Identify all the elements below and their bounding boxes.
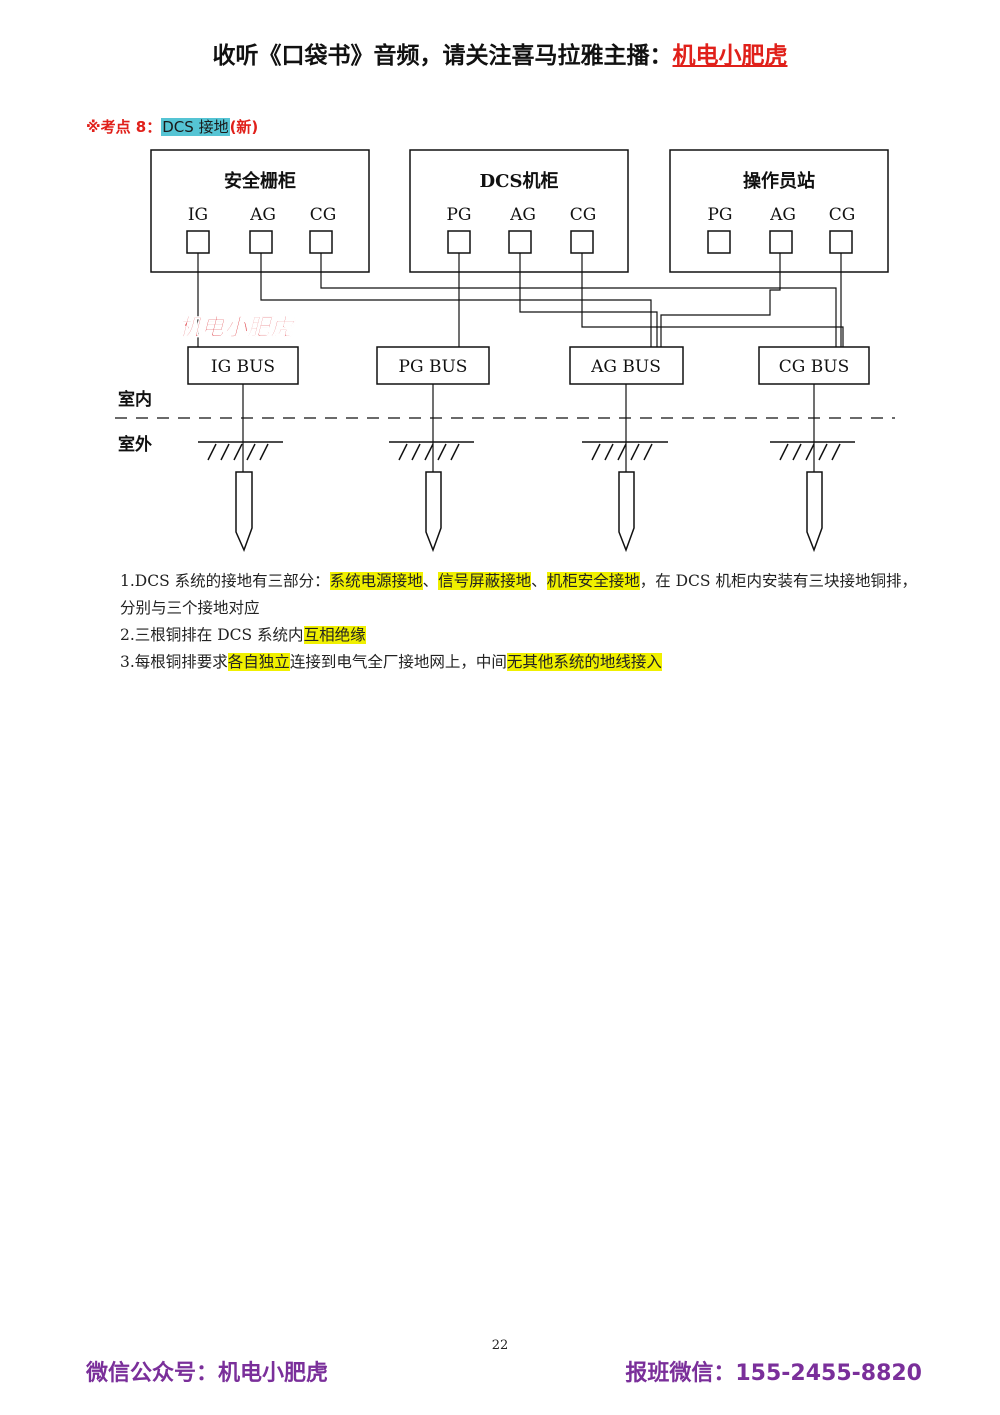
section-suffix: (新) bbox=[229, 118, 259, 136]
section-title: ※考点 8：DCS 接地(新) bbox=[86, 116, 258, 137]
indoor-label: 室内 bbox=[118, 389, 152, 410]
terminal-box bbox=[570, 230, 594, 254]
terminal-box bbox=[186, 230, 210, 254]
terminal-label: CG bbox=[829, 205, 856, 225]
terminal-box bbox=[829, 230, 853, 254]
highlight: 信号屏蔽接地 bbox=[438, 572, 532, 590]
footer-wechat-account: 微信公众号：机电小肥虎 bbox=[86, 1361, 329, 1386]
watermark-logo: 机电小肥虎 bbox=[178, 314, 296, 341]
footer-signup-contact: 报班微信：155-2455-8820 bbox=[625, 1361, 922, 1386]
text-run: 1.DCS 系统的接地有三部分： bbox=[120, 572, 330, 590]
ground-symbol bbox=[770, 441, 855, 553]
ground-symbol bbox=[198, 441, 283, 553]
page-number: 22 bbox=[491, 1338, 509, 1353]
terminal-label: IG bbox=[188, 205, 208, 225]
terminal-box bbox=[249, 230, 273, 254]
paragraph-3: 3.每根铜排要求各自独立连接到电气全厂接地网上，中间无其他系统的地线接入 bbox=[86, 649, 926, 676]
text-run: 、 bbox=[531, 572, 547, 590]
cabinet-title: 安全栅柜 bbox=[224, 170, 296, 192]
header-prefix: 收听《口袋书》音频，请关注喜马拉雅主播： bbox=[212, 43, 673, 69]
bus-label: AG BUS bbox=[590, 357, 661, 377]
text-run: 2.三根铜排在 DCS 系统内 bbox=[120, 626, 304, 644]
bus-label: IG BUS bbox=[211, 357, 275, 377]
outdoor-label: 室外 bbox=[118, 434, 152, 455]
cabinet-box-operator bbox=[669, 149, 889, 273]
highlight: 系统电源接地 bbox=[329, 572, 423, 590]
header-brand-link[interactable]: 机电小肥虎 bbox=[672, 43, 788, 69]
text-run: ，在 DCS 机柜内安装有三块接地铜排，分别与三个接地对应 bbox=[120, 572, 917, 617]
text-run: 、 bbox=[422, 572, 439, 590]
highlight: 无其他系统的地线接入 bbox=[506, 653, 662, 671]
terminal-label: AG bbox=[249, 205, 276, 225]
highlight: 各自独立 bbox=[227, 653, 290, 671]
paragraph-1: 1.DCS 系统的接地有三部分：系统电源接地、信号屏蔽接地、机柜安全接地，在 D… bbox=[86, 568, 926, 622]
body-text: 1.DCS 系统的接地有三部分：系统电源接地、信号屏蔽接地、机柜安全接地，在 D… bbox=[86, 568, 926, 676]
grounding-diagram: 安全栅柜 DCS机柜 操作员站 IG AG CG PG AG CG PG AG … bbox=[115, 149, 895, 553]
highlight: 互相绝缘 bbox=[303, 626, 366, 644]
ground-leads bbox=[242, 384, 815, 472]
cabinet-title: 操作员站 bbox=[743, 170, 815, 192]
terminal-box bbox=[309, 230, 333, 254]
section-marker: ※考点 8： bbox=[86, 118, 162, 136]
terminal-box bbox=[707, 230, 731, 254]
page-header: 收听《口袋书》音频，请关注喜马拉雅主播：机电小肥虎 bbox=[0, 36, 1000, 70]
cabinet-box-safety bbox=[150, 149, 370, 273]
terminal-label: CG bbox=[310, 205, 337, 225]
terminal-box bbox=[447, 230, 471, 254]
terminal-label: AG bbox=[769, 205, 796, 225]
terminal-box bbox=[508, 230, 532, 254]
text-run: 连接到电气全厂接地网上，中间 bbox=[289, 653, 507, 671]
wiring bbox=[197, 253, 844, 347]
cabinet-title: DCS机柜 bbox=[480, 170, 559, 192]
terminal-label: CG bbox=[570, 205, 597, 225]
paragraph-2: 2.三根铜排在 DCS 系统内互相绝缘 bbox=[86, 622, 926, 649]
ground-symbol bbox=[389, 441, 474, 553]
bus-label: PG BUS bbox=[399, 357, 468, 377]
terminal-box bbox=[769, 230, 793, 254]
ground-symbol bbox=[582, 441, 668, 553]
terminal-label: PG bbox=[707, 205, 732, 225]
section-topic: DCS 接地 bbox=[161, 118, 230, 136]
text-run: 3.每根铜排要求 bbox=[120, 653, 228, 671]
terminal-label: PG bbox=[446, 205, 471, 225]
highlight: 机柜安全接地 bbox=[546, 572, 640, 590]
bus-label: CG BUS bbox=[779, 357, 849, 377]
cabinet-box-dcs bbox=[409, 149, 629, 273]
terminal-label: AG bbox=[509, 205, 536, 225]
